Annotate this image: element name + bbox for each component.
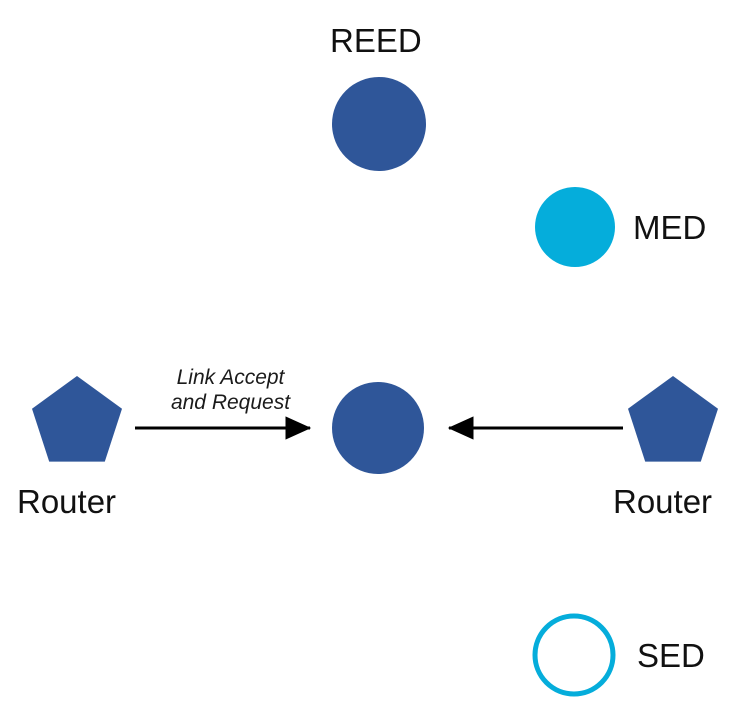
node-sed[interactable] [532, 613, 616, 697]
node-router-left[interactable] [32, 376, 122, 462]
node-label-router-right: Router [613, 483, 713, 520]
node-leader[interactable] [332, 382, 424, 474]
edge-label-link-accept-request: Link Accept and Request [148, 365, 313, 415]
node-router-right[interactable] [628, 376, 718, 462]
edge-label-line-2: and Request [170, 391, 291, 414]
node-med[interactable] [535, 187, 615, 267]
edge-label-line-1: Link Accept [176, 366, 285, 389]
node-label-reed: REED [330, 22, 422, 59]
node-reed[interactable] [332, 77, 426, 171]
node-label-router-left: Router [17, 483, 117, 520]
node-label-sed: SED [637, 637, 705, 674]
node-label-med: MED [633, 209, 707, 246]
